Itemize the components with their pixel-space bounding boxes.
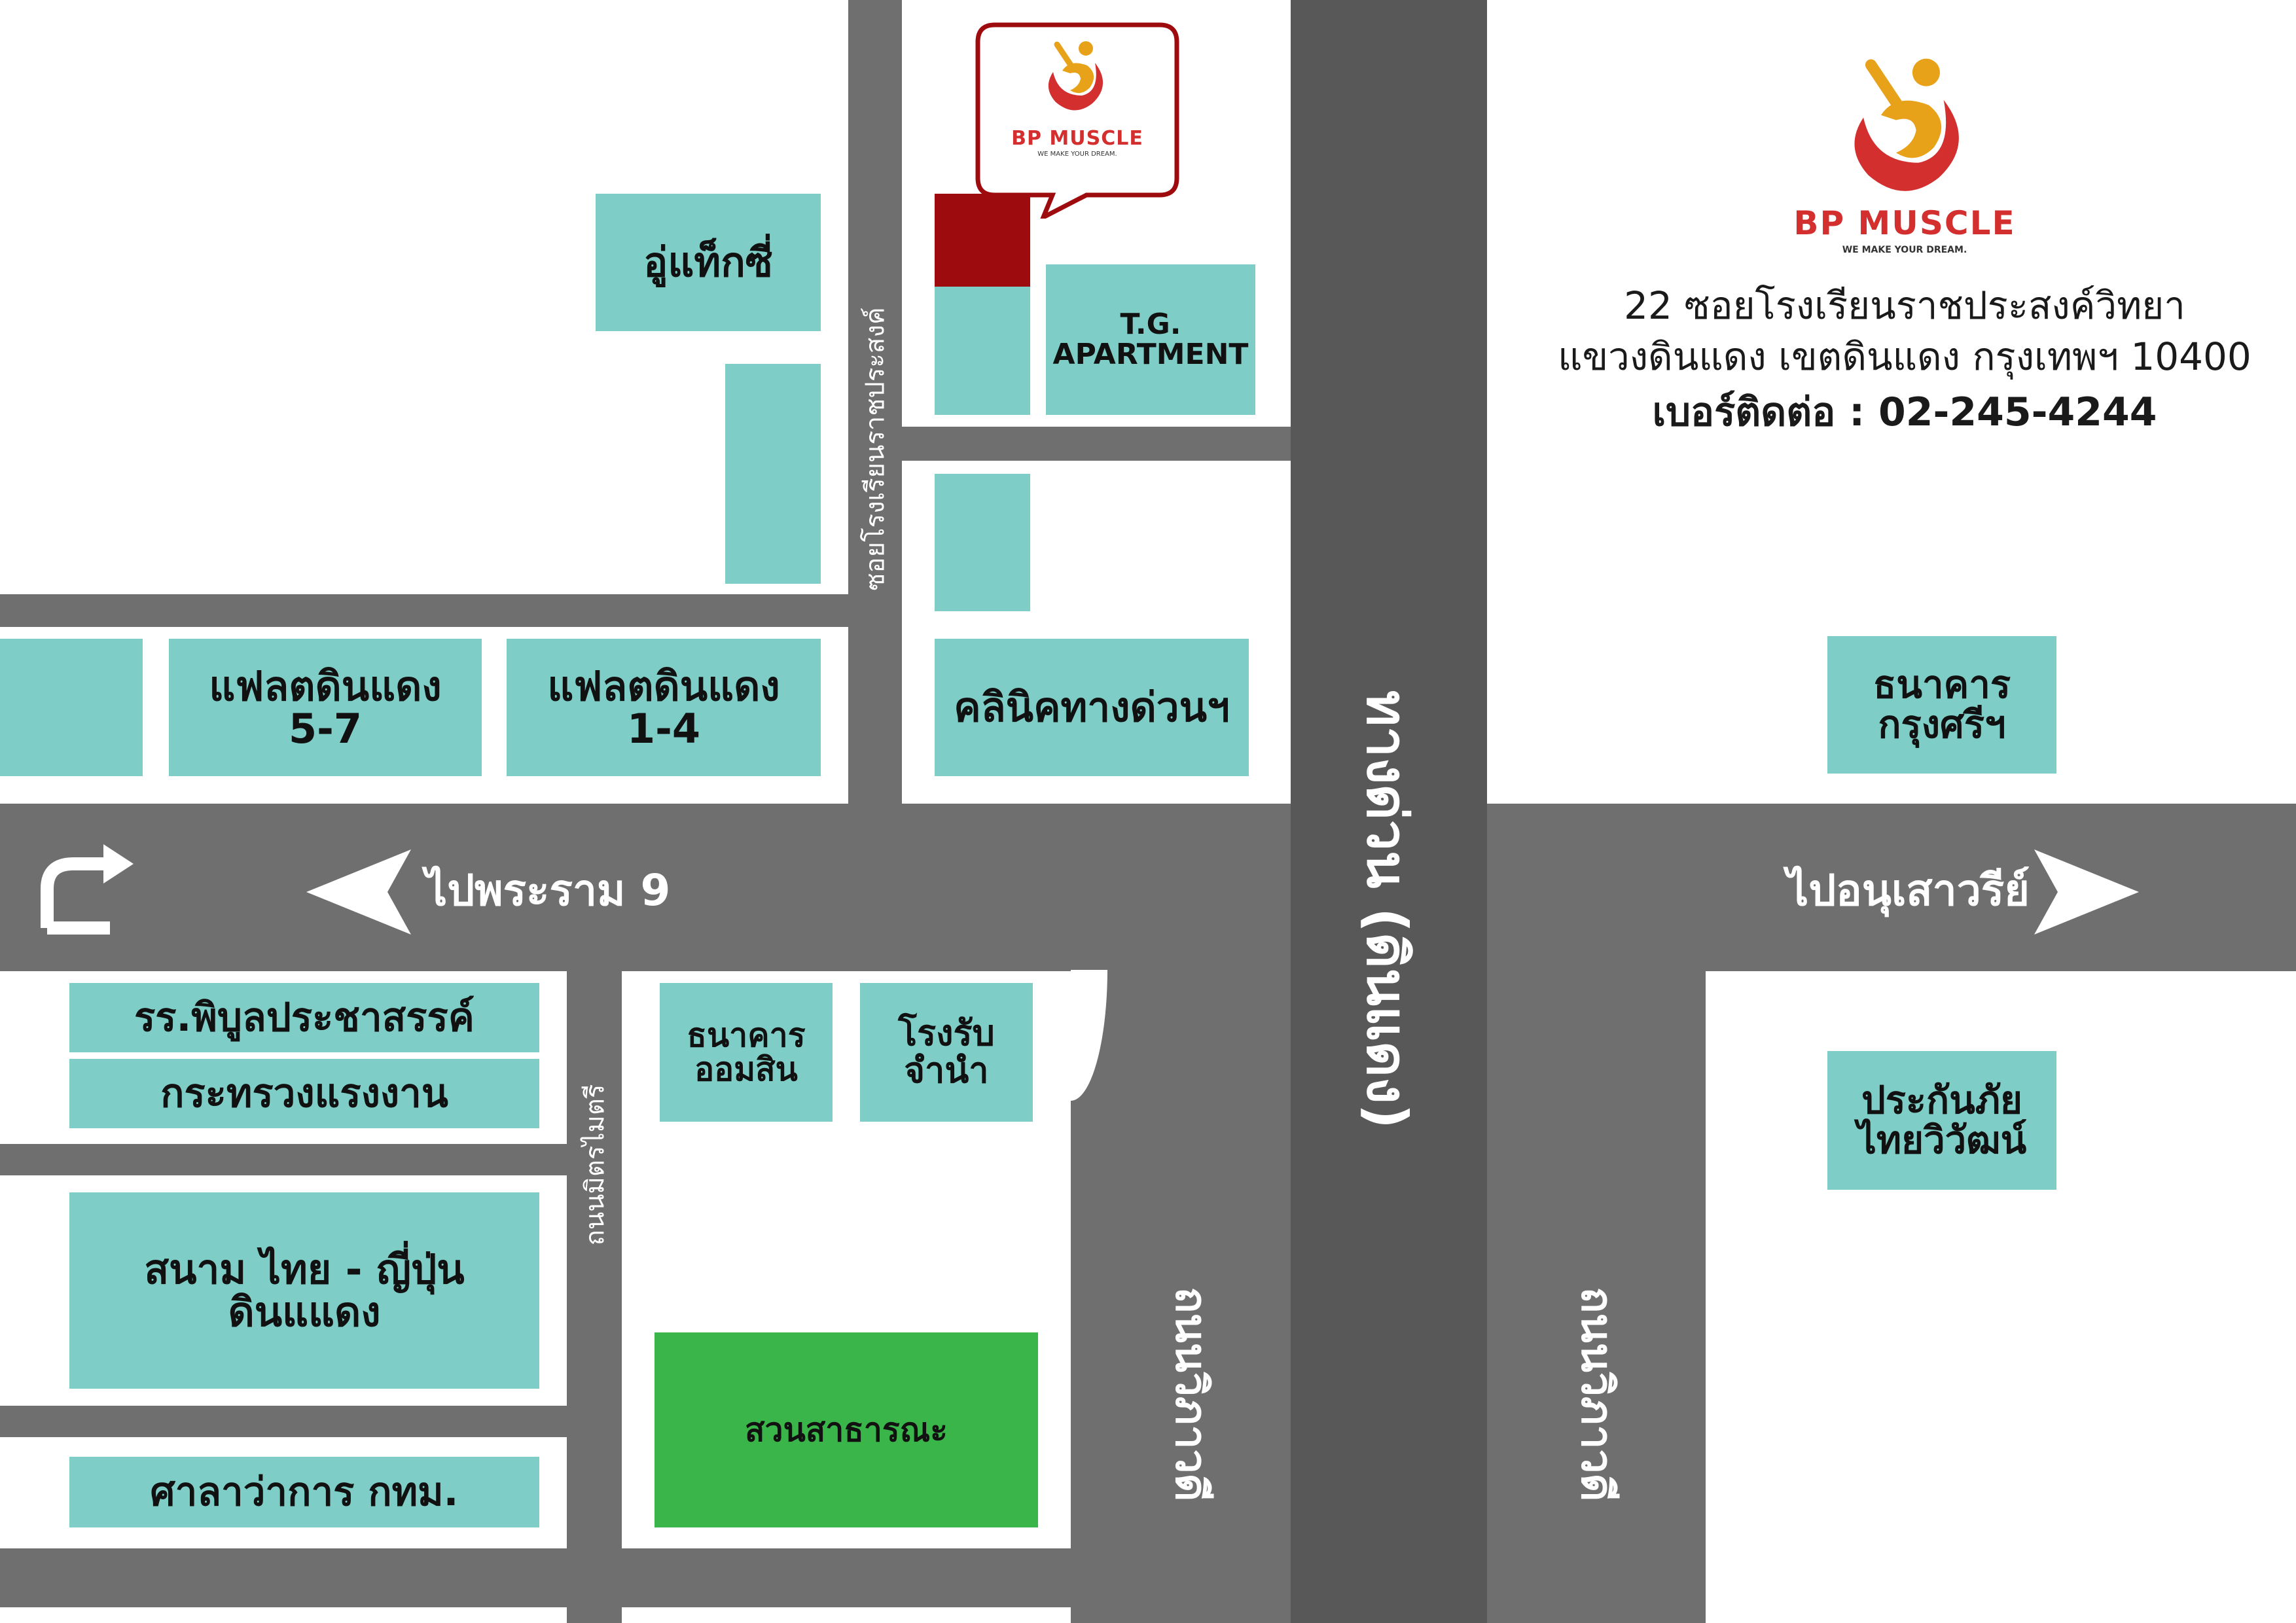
bubble-brand-tagline: WE MAKE YOUR DREAM. bbox=[1037, 151, 1117, 158]
building-city-hall: ศาลาว่าการ กทม. bbox=[69, 1457, 539, 1527]
arrow-left-icon bbox=[306, 849, 411, 935]
building-flat-14: แฟลตดินแดง 1-4 bbox=[507, 639, 821, 776]
building-bp-muscle bbox=[935, 287, 1030, 415]
road-label-expressway: ทางด่วน (ดินแดง) bbox=[1355, 690, 1419, 1130]
lower-divider-road-1 bbox=[0, 1144, 567, 1175]
road-label-wiphawadi-east: ถนนวิภาวดี bbox=[1571, 1287, 1623, 1501]
lower-divider-road-2 bbox=[0, 1406, 567, 1437]
building-unnamed-2 bbox=[935, 474, 1030, 611]
speech-bubble-icon bbox=[975, 22, 1179, 219]
building-unnamed-1 bbox=[725, 364, 821, 584]
bottom-road bbox=[0, 1548, 1073, 1607]
phone-number[interactable]: 02-245-4244 bbox=[1878, 389, 2157, 435]
branch-road bbox=[902, 427, 1291, 461]
wiphawadi-road-east bbox=[1486, 970, 1706, 1623]
brand-name: BP MUSCLE bbox=[1793, 204, 2016, 242]
building-ministry: กระทรวงแรงงาน bbox=[69, 1059, 539, 1128]
bubble-brand-name: BP MUSCLE bbox=[1011, 127, 1143, 150]
bp-muscle-logo-icon bbox=[1048, 41, 1103, 111]
wiphawadi-road-west bbox=[1071, 970, 1291, 1623]
mitmaitri-road bbox=[567, 970, 622, 1623]
soi-school-road bbox=[848, 0, 902, 805]
building-bank-krungsri: ธนาคาร กรุงศรีฯ bbox=[1827, 636, 2056, 774]
location-pin-bubble: BP MUSCLE WE MAKE YOUR DREAM. bbox=[975, 22, 1179, 219]
building-clinic: คลินิคทางด่วนฯ bbox=[935, 639, 1249, 776]
building-pawnshop: โรงรับจำนำ bbox=[860, 983, 1033, 1122]
contact-line: เบอร์ติดต่อ : 02-245-4244 bbox=[1532, 381, 2278, 443]
direction-label-monument: ไปอนุเสาวรีย์ bbox=[1787, 865, 2030, 916]
building-tg-apartment: T.G. APARTMENT bbox=[1046, 264, 1255, 415]
expressway-road bbox=[1291, 0, 1487, 1623]
public-park: สวนสาธารณะ bbox=[655, 1332, 1038, 1527]
building-insurance: ประกันภัย ไทยวิวัฒน์ bbox=[1827, 1051, 2056, 1190]
building-bank-gsb: ธนาคาร ออมสิน bbox=[660, 983, 833, 1122]
address-line-1: 22 ซอยโรงเรียนราชประสงค์วิทยา bbox=[1624, 283, 2185, 328]
brand-tagline: WE MAKE YOUR DREAM. bbox=[1842, 245, 1967, 255]
arrow-right-icon bbox=[2034, 849, 2139, 935]
building-stadium: สนาม ไทย - ญี่ปุ่น ดินแแดง bbox=[69, 1192, 539, 1389]
road-label-mitmaitri: ถนนมิตรไมตรี bbox=[580, 1084, 610, 1246]
bp-muscle-logo-large-icon bbox=[1854, 58, 1959, 191]
building-school: รร.พิบูลประชาสรรค์ bbox=[69, 983, 539, 1052]
address-line-2: แขวงดินแดง เขตดินแดง กรุงเทพฯ 10400 bbox=[1558, 334, 2251, 379]
bp-muscle-location-block bbox=[935, 194, 1030, 287]
building-flat-57: แฟลตดินแดง 5-7 bbox=[169, 639, 482, 776]
building-garage: อู่แท็กซี่ bbox=[596, 194, 821, 331]
road-label-soi-school: ซอยโรงเรียนราชประสงค์ bbox=[861, 307, 891, 591]
building-unnamed-3 bbox=[0, 639, 143, 776]
u-turn-arrow-icon bbox=[41, 844, 134, 935]
direction-label-rama9: ไปพระราม 9 bbox=[425, 865, 671, 916]
phone-label: เบอร์ติดต่อ : bbox=[1652, 389, 1878, 435]
road-label-wiphawadi-west: ถนนวิภาวดี bbox=[1166, 1287, 1217, 1501]
top-horizontal-road bbox=[0, 594, 848, 627]
